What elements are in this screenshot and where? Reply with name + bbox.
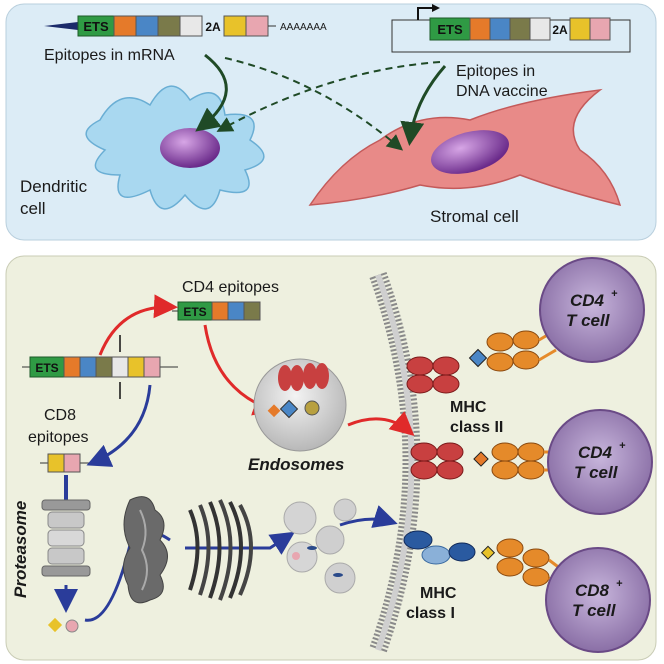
endosomes-label: Endosomes [248,455,344,474]
dendritic-label-line2: cell [20,199,46,218]
cd8-t-cell: CD8 + T cell [545,547,651,653]
dendritic-nucleus [160,128,220,168]
mrna-to-dendritic-arrow [195,53,228,132]
cd4-ets-label: ETS [183,305,206,319]
proteasome-label: Proteasome [11,501,30,598]
golgi-apparatus [188,499,253,601]
tcell2-name: CD4 [578,443,613,462]
mhc-class-i-complex [403,530,566,592]
mrna-cap-icon [44,22,78,30]
mrna-epitope-boxes [113,15,269,37]
promoter-arrow-icon [417,7,434,20]
tcell3-line2: T cell [572,601,617,620]
stromal-nucleus [431,130,509,174]
dna-construct: ETS 2A [391,4,631,53]
mrna-ets-label: ETS [83,19,109,34]
cd8-label-line2: epitopes [28,429,89,446]
to-cd4-arrow [98,294,178,356]
mhc-class-ii-complex-1 [406,328,557,394]
cd4-t-cell-1: CD4 + T cell [539,257,645,363]
mhc2-in-endosome [278,363,329,391]
mhc2-label-line2: class II [450,419,503,436]
proteasome [41,499,91,577]
stromal-cell [308,88,622,207]
cd4-epitopes-label: CD4 epitopes [182,279,279,296]
vesicle-to-membrane-arrow [339,505,398,528]
mhc1-label-line1: MHC [420,585,457,602]
tcell2-sup: + [619,440,626,452]
endosome-to-membrane-arrow [347,411,415,436]
tcell3-sup: + [616,578,623,590]
cd4-t-cell-2: CD4 + T cell [547,409,653,515]
mrna-construct: ETS 2A AAAAAAA [44,15,327,37]
tcell1-line2: T cell [566,311,611,330]
mrna-2a-label: 2A [205,20,221,34]
tcell2-line2: T cell [574,463,619,482]
main-ets-label: ETS [35,361,58,375]
stromal-label: Stromal cell [430,207,519,226]
dna-2a-label: 2A [552,23,568,37]
main-epitope-construct: ETS [22,335,178,399]
mhc2-label-line1: MHC [450,399,487,416]
endosome [253,358,347,452]
tcell3-name: CD8 [575,581,610,600]
cd8-label-line1: CD8 [44,407,76,424]
dna-to-dendritic-arrow [216,61,441,132]
dna-label-line1: Epitopes in [456,63,535,80]
peptide-fragments [47,617,79,633]
cd8-epitope-construct [40,453,90,473]
mrna-label: Epitopes in mRNA [44,47,175,64]
tcell1-sup: + [611,288,618,300]
mrna-polya: AAAAAAA [280,22,327,33]
mhc-class-ii-complex-2 [410,442,562,480]
er-to-golgi-arrow [185,531,296,555]
dna-to-stromal-arrow [400,65,447,146]
mhc1-label-line2: class I [406,605,455,622]
dna-label-line2: DNA vaccine [456,83,548,100]
tcell1-name: CD4 [570,291,605,310]
dendritic-label-line1: Dendritic [20,177,88,196]
endoplasmic-reticulum [123,496,168,604]
vesicles [283,498,357,594]
to-cd8-arrow [86,384,152,467]
cd4-epitope-construct: ETS [172,301,261,321]
mrna-to-stromal-arrow [224,57,404,151]
dna-ets-label: ETS [437,22,463,37]
